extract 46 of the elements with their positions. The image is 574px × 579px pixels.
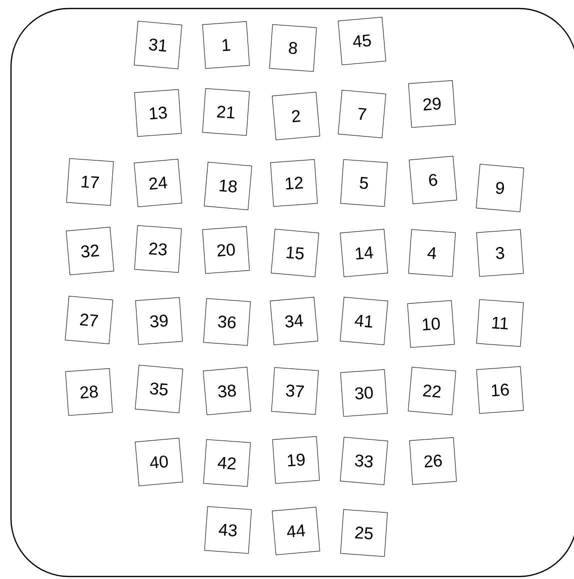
number-box: 26	[409, 437, 457, 485]
number-box: 41	[340, 296, 388, 346]
number-box: 20	[202, 226, 250, 274]
number-box: 10	[407, 300, 455, 348]
number-box: 43	[204, 506, 252, 554]
number-box: 40	[134, 438, 184, 486]
number-box: 15	[270, 228, 320, 278]
number-box: 1	[202, 21, 250, 69]
number-box: 32	[66, 226, 114, 276]
number-box: 39	[135, 297, 183, 345]
number-box: 2	[272, 92, 320, 140]
number-box: 25	[340, 509, 388, 557]
number-box: 34	[270, 296, 318, 346]
number-box: 12	[270, 159, 318, 207]
number-box: 23	[134, 225, 182, 273]
number-box: 21	[202, 88, 250, 136]
number-box: 4	[408, 229, 456, 277]
number-box: 3	[476, 229, 524, 277]
number-box: 28	[65, 368, 113, 416]
number-box: 24	[134, 158, 182, 208]
number-box: 11	[476, 299, 524, 347]
number-box: 22	[408, 366, 456, 416]
number-box: 5	[340, 159, 388, 207]
number-box: 17	[66, 158, 114, 206]
number-box: 31	[134, 20, 182, 70]
number-box: 44	[272, 506, 320, 556]
number-box: 6	[408, 156, 458, 204]
number-box: 35	[134, 364, 184, 414]
number-box: 9	[476, 164, 524, 212]
rounded-frame	[10, 8, 574, 578]
number-box: 13	[134, 89, 182, 137]
number-box: 27	[64, 296, 114, 344]
number-box: 36	[203, 298, 251, 346]
number-box: 18	[204, 162, 252, 210]
number-box: 8	[269, 24, 317, 72]
number-box: 7	[338, 90, 386, 138]
number-box: 45	[338, 16, 386, 66]
number-box: 42	[203, 439, 251, 487]
number-box: 14	[340, 228, 388, 278]
number-box: 37	[271, 367, 319, 415]
number-box: 16	[476, 366, 524, 414]
number-box: 38	[202, 366, 252, 416]
number-box: 30	[340, 369, 388, 417]
number-box: 19	[272, 436, 320, 484]
number-box: 33	[340, 436, 388, 486]
number-box: 29	[408, 80, 456, 128]
